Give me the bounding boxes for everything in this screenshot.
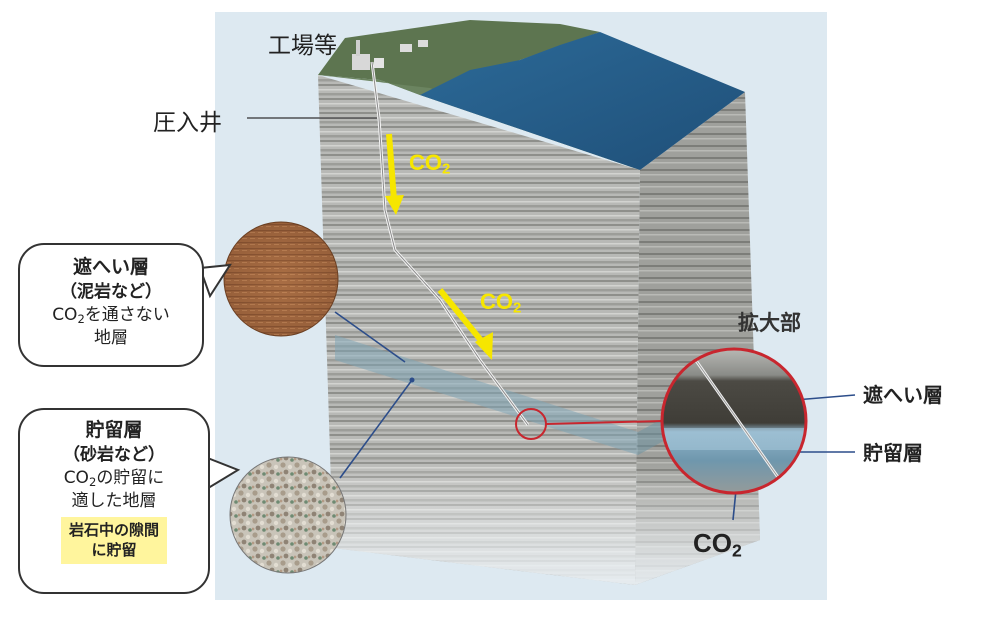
factory-icon: [352, 40, 428, 70]
callout-caprock-line1: CO2を通さない: [52, 304, 170, 326]
callout-reservoir-line2: 適した地層: [71, 491, 157, 512]
co2-flow-arrow-2: [437, 288, 493, 360]
co2-flow-arrow-1: [385, 133, 404, 215]
label-zoom-caprock: 遮へい層: [863, 383, 943, 407]
leader-caprock: [334, 311, 406, 363]
leader-reservoir: [339, 379, 413, 479]
land-surface: [318, 20, 600, 95]
label-zoom-co2: CO2: [693, 528, 742, 561]
label-injection-well: 圧入井: [153, 110, 222, 136]
label-magnified: 拡大部: [738, 311, 801, 335]
callout-reservoir-line1: CO2の貯留に: [63, 467, 165, 489]
magnified-view: [660, 347, 808, 495]
label-zoom-reservoir: 貯留層: [863, 441, 923, 465]
highlight-line2: に貯留: [91, 541, 137, 560]
callout-reservoir-subtitle: （砂岩など）: [63, 444, 165, 465]
callout-tail-caprock: [198, 263, 232, 299]
label-co2-arrow-1: CO2: [409, 150, 451, 178]
magnify-connector: [545, 420, 663, 425]
label-factory: 工場等: [268, 33, 337, 59]
sandstone-sample: [229, 456, 347, 574]
highlight-line1: 岩石中の隙間: [68, 521, 159, 539]
callout-caprock-line2: 地層: [94, 328, 128, 349]
callout-caprock-subtitle: （泥岩など）: [60, 281, 162, 302]
callout-caprock: 遮へい層 （泥岩など） CO2を通さない 地層: [18, 243, 204, 367]
callout-caprock-title: 遮へい層: [72, 256, 149, 278]
label-co2-arrow-2: CO2: [480, 289, 522, 317]
sea-surface: [420, 32, 745, 170]
callout-reservoir-title: 貯留層: [85, 419, 143, 441]
mudstone-sample: [223, 221, 339, 337]
leader-zoom-caprock: [794, 394, 856, 401]
highlight-note: 岩石中の隙間 に貯留: [60, 517, 167, 564]
callout-reservoir: 貯留層 （砂岩など） CO2の貯留に 適した地層 岩石中の隙間 に貯留: [18, 408, 210, 594]
